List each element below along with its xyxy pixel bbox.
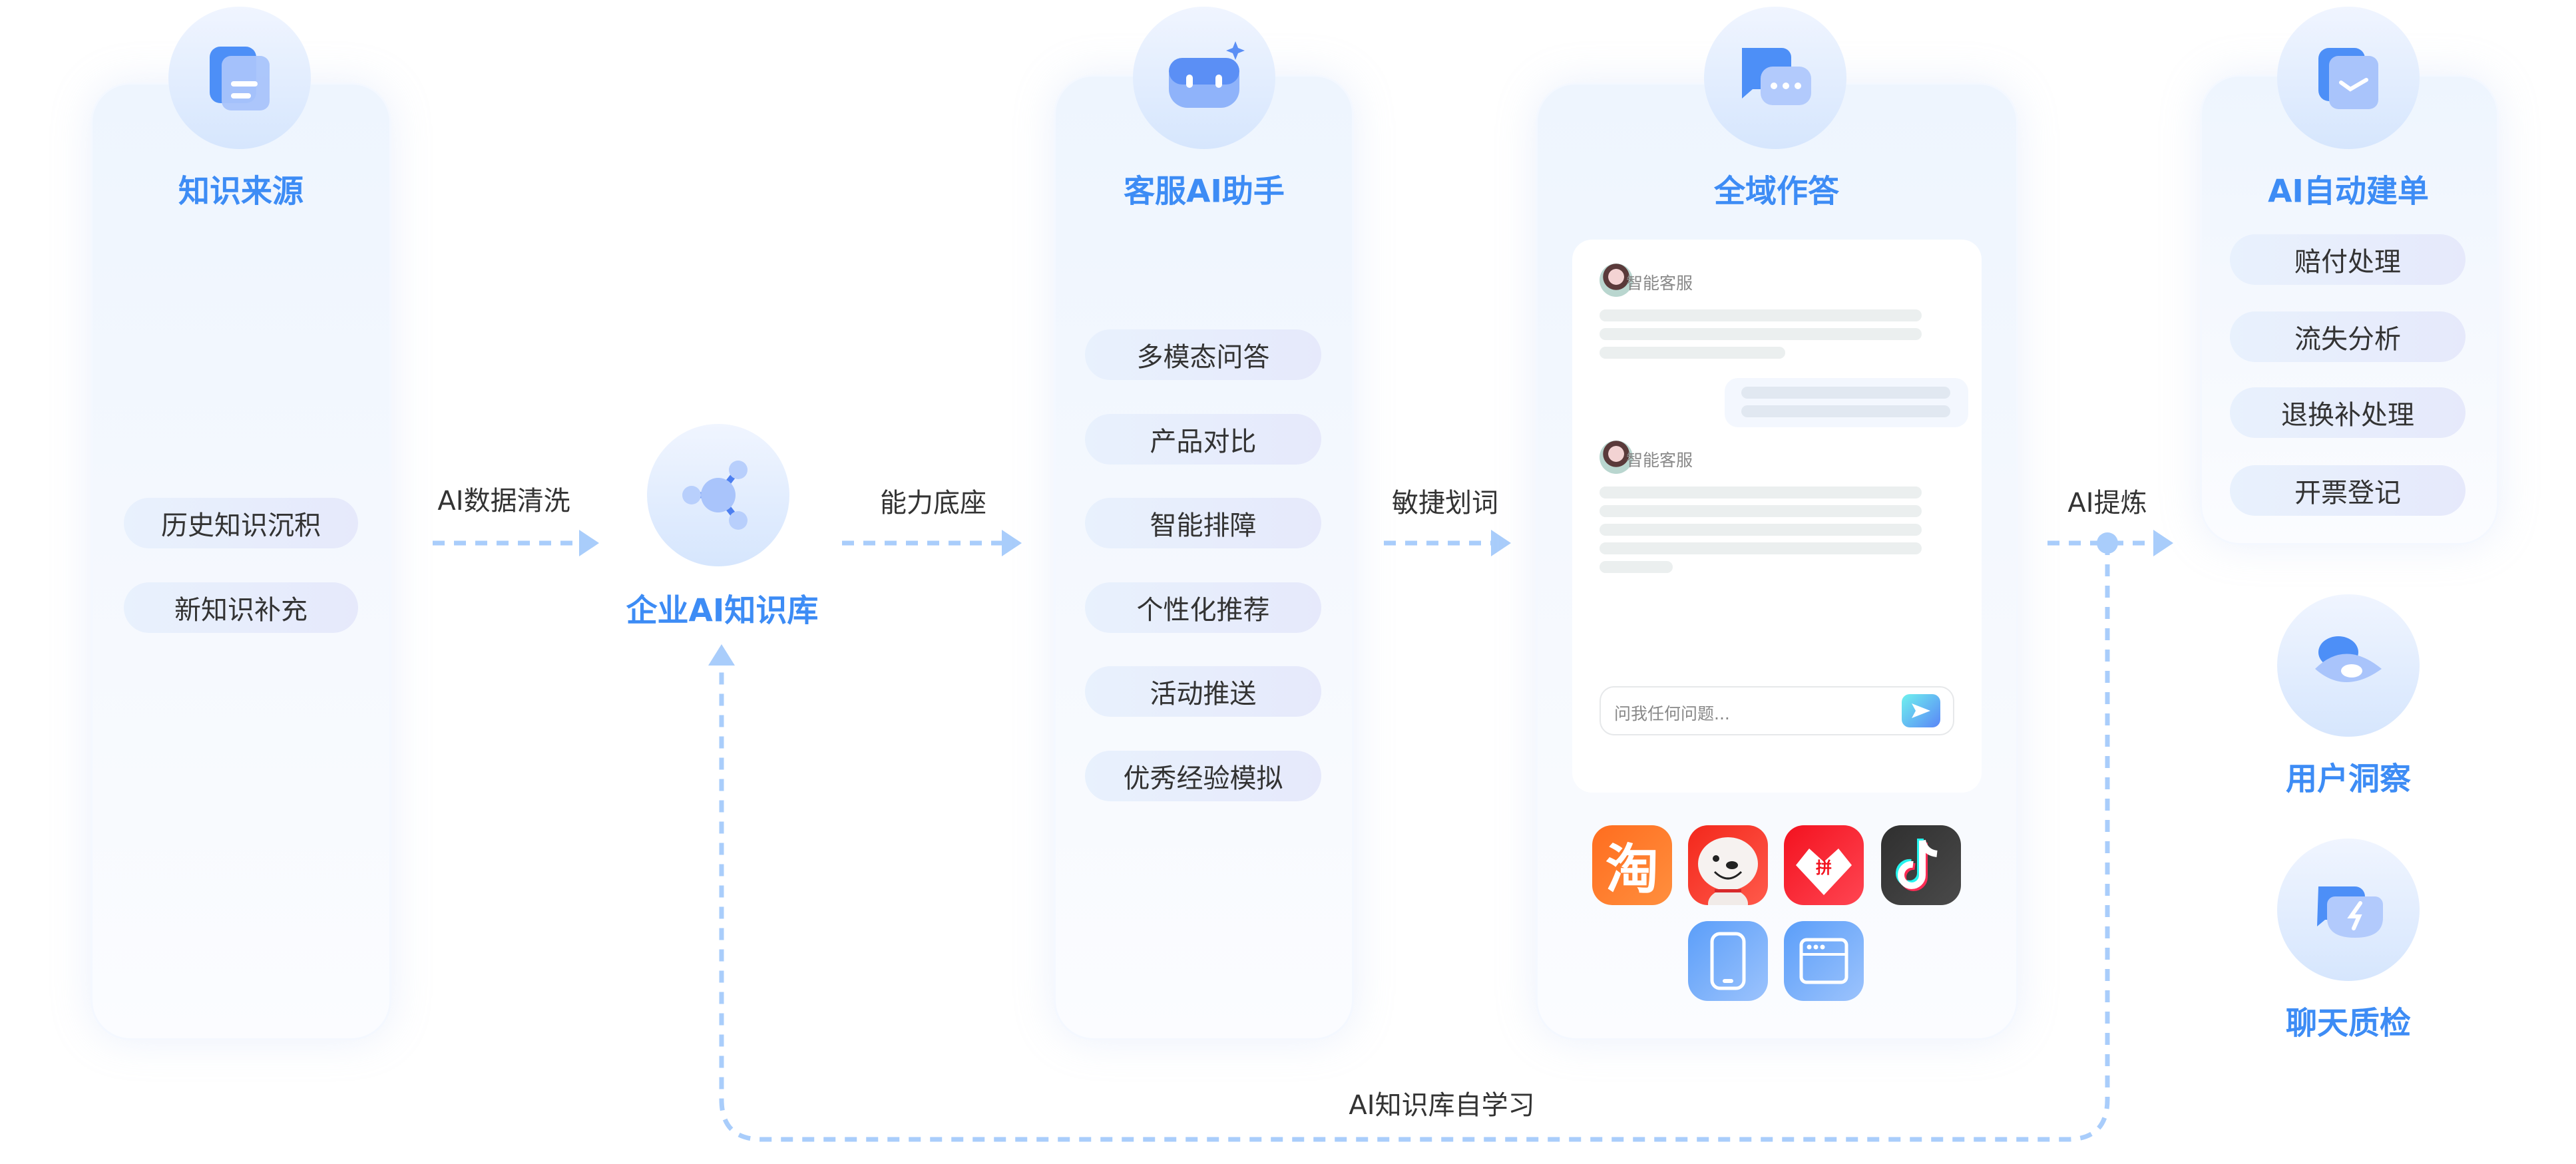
pill-history-knowledge: 历史知识沉积: [124, 498, 358, 548]
chat-preview-panel: 智能客服 智能客服 问我任何问题...: [1572, 240, 1982, 793]
label-capability-base: 能力底座: [880, 488, 986, 518]
message-line: [1600, 328, 1922, 340]
web-icon[interactable]: [1784, 921, 1864, 1001]
pill-churn-analysis: 流失分析: [2230, 311, 2466, 362]
message-line: [1600, 347, 1785, 359]
chat-input[interactable]: 问我任何问题...: [1600, 686, 1954, 735]
pill-campaign-push: 活动推送: [1085, 666, 1321, 717]
qc-title: 聊天质检: [2286, 1005, 2411, 1042]
svg-text:拼: 拼: [1816, 859, 1832, 877]
pill-troubleshoot: 智能排障: [1085, 498, 1321, 548]
insight-title: 用户洞察: [2286, 761, 2411, 798]
knowledge-base-icon-circle: [647, 424, 789, 566]
agent-avatar: [1600, 441, 1633, 474]
assistant-icon-circle: [1133, 7, 1275, 149]
agent-name: 智能客服: [1626, 274, 1693, 293]
chat-bubbles-icon: [1742, 48, 1811, 105]
omni-title: 全域作答: [1714, 173, 1839, 210]
eye-icon: [2315, 636, 2382, 682]
document-icon: [210, 47, 270, 110]
auto-ticket-icon-circle: [2277, 7, 2420, 149]
clipboard-check-icon: [2318, 48, 2378, 109]
label-self-learning: AI知识库自学习: [1349, 1090, 1535, 1121]
pill-invoice: 开票登记: [2230, 465, 2466, 516]
omni-icon-circle: [1704, 7, 1846, 149]
pill-recommend: 个性化推荐: [1085, 582, 1321, 633]
assistant-card: [1054, 75, 1354, 1040]
assistant-title: 客服AI助手: [1124, 173, 1285, 210]
user-message-bubble: [1725, 378, 1968, 427]
network-node-icon: [682, 461, 748, 530]
chat-lightning-icon: [2317, 886, 2383, 938]
send-icon: [1912, 703, 1930, 718]
agent-name: 智能客服: [1626, 451, 1693, 470]
pill-compensation: 赔付处理: [2230, 234, 2466, 285]
pinduoduo-icon[interactable]: 拼: [1784, 825, 1864, 905]
jd-icon[interactable]: [1688, 825, 1768, 905]
mobile-app-icon[interactable]: [1688, 921, 1768, 1001]
label-ai-refine: AI提炼: [2067, 488, 2147, 518]
pill-new-knowledge: 新知识补充: [124, 582, 358, 633]
knowledge-source-title: 知识来源: [178, 173, 304, 210]
insight-icon-circle: [2277, 594, 2420, 737]
taobao-icon[interactable]: 淘: [1592, 825, 1672, 905]
send-button[interactable]: [1902, 694, 1940, 727]
pill-return-exchange: 退换补处理: [2230, 387, 2466, 438]
label-agile-select: 敏捷划词: [1392, 488, 1498, 518]
auto-ticket-title: AI自动建单: [2268, 173, 2429, 210]
label-ai-clean: AI数据清洗: [437, 486, 570, 516]
pill-expert-simulation: 优秀经验模拟: [1085, 751, 1321, 801]
agent-avatar: [1600, 264, 1633, 297]
knowledge-source-card: [91, 83, 391, 1040]
knowledge-source-icon-circle: [168, 7, 311, 149]
knowledge-base-title: 企业AI知识库: [626, 592, 819, 630]
qc-icon-circle: [2277, 839, 2420, 981]
pill-product-compare: 产品对比: [1085, 414, 1321, 465]
chat-input-placeholder: 问我任何问题...: [1614, 704, 1730, 723]
robot-icon: [1169, 41, 1245, 108]
message-line: [1600, 309, 1922, 321]
douyin-icon[interactable]: [1881, 825, 1961, 905]
pill-multimodal-qa: 多模态问答: [1085, 329, 1321, 380]
